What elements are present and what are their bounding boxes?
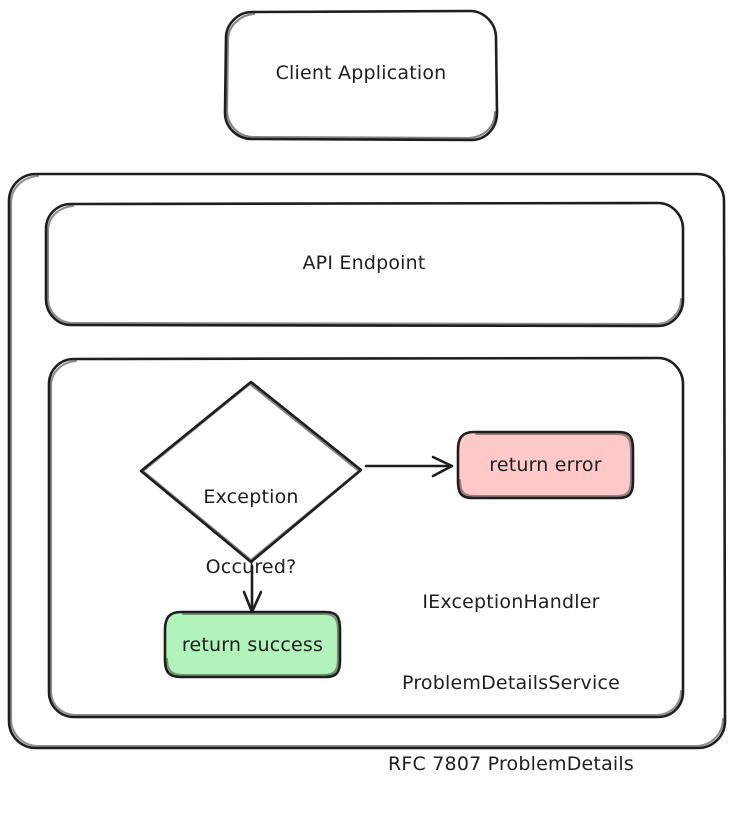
decision-diamond-node[interactable]: [139, 380, 363, 564]
api-endpoint-label: API Endpoint: [302, 252, 426, 274]
api-endpoint-node[interactable]: [44, 201, 685, 328]
diagram-canvas: Client Application API Endpoint Exceptio…: [7, 9, 727, 775]
client-application-node[interactable]: [223, 9, 499, 142]
decision-label: Exception Occured?: [151, 440, 351, 625]
note-line-3: RFC 7807 ProblemDetails: [388, 752, 634, 775]
notes-text-block: IExceptionHandler ProblemDetailsService …: [378, 535, 644, 832]
diagram-svg: [7, 9, 727, 750]
decision-label-line1: Exception: [203, 486, 299, 509]
edge-decision-to-error: [364, 455, 454, 478]
note-line-2: ProblemDetailsService: [402, 671, 620, 694]
return-error-node[interactable]: [456, 430, 635, 500]
decision-label-line2: Occured?: [205, 555, 297, 578]
flow-group-container[interactable]: [47, 356, 685, 719]
client-application-label: Client Application: [275, 62, 447, 84]
return-success-node[interactable]: [163, 610, 342, 679]
note-line-1: IExceptionHandler: [422, 590, 600, 613]
return-success-label: return success: [181, 634, 324, 656]
return-error-label: return error: [489, 454, 602, 476]
outer-container[interactable]: [7, 172, 727, 750]
